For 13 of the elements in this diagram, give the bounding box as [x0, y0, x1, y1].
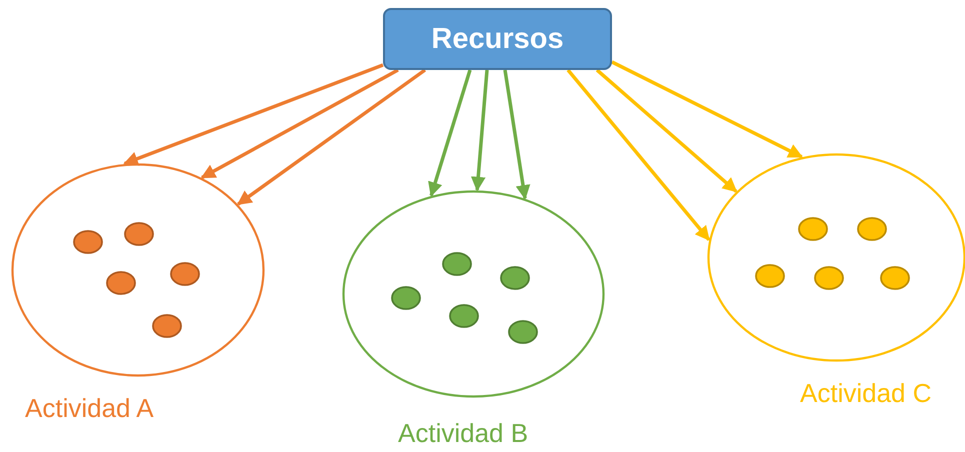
resource-box: Recursos	[383, 8, 612, 70]
arrow	[596, 68, 738, 193]
arrow	[503, 70, 530, 200]
arrow	[611, 60, 803, 158]
arrow	[428, 69, 472, 197]
arrow	[470, 70, 489, 192]
arrow	[566, 68, 710, 241]
activity-label: Actividad C	[800, 378, 932, 409]
activity-label: Actividad A	[25, 393, 154, 424]
activity-label: Actividad B	[398, 418, 528, 449]
arrow	[236, 68, 426, 206]
arrow	[200, 68, 399, 180]
arrow	[123, 63, 384, 166]
